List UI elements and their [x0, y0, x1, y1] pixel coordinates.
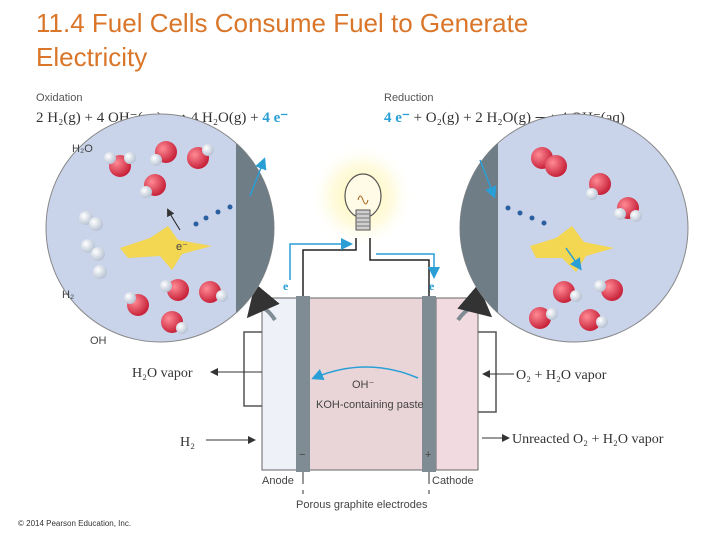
anode-label: Anode: [262, 475, 294, 487]
hydroxide-ion: [529, 307, 558, 329]
slide-title: 11.4 Fuel Cells Consume Fuel to Generate…: [36, 6, 696, 74]
oxidation-electrons: 4 e⁻: [262, 110, 289, 126]
hydrogen-molecule: [79, 211, 103, 231]
left-circle-electron-label: e⁻: [176, 241, 188, 253]
hydrogen-molecule: [93, 265, 107, 279]
zoom-arrow-right: [456, 284, 493, 322]
cathode-plus-sign: +: [425, 449, 431, 461]
electrodes-label: Porous graphite electrodes: [296, 499, 428, 511]
fuel-cell-body: [243, 296, 497, 472]
hydroxide-ion: [124, 292, 149, 316]
cathode-electrode: [422, 296, 436, 472]
water-molecule: [187, 144, 214, 169]
h2o-label: H₂O: [72, 143, 93, 155]
cathode-zoom-circle: [459, 113, 689, 343]
title-line-2: Electricity: [36, 42, 148, 72]
h2-label: H₂: [62, 289, 74, 301]
paste-region: [299, 297, 437, 471]
wire-electron-right: e: [429, 279, 435, 293]
reduction-heading: Reduction: [384, 92, 434, 104]
oh-ion-label: OH⁻: [352, 379, 375, 391]
hydroxide-ion: [594, 279, 623, 301]
h2o-vapor-label: H₂O vapor: [132, 366, 193, 381]
hydroxide-ion: [579, 309, 608, 331]
water-molecule: [614, 197, 642, 222]
water-molecule: [150, 141, 177, 166]
h2-inlet-label: H₂: [180, 435, 195, 450]
title-line-1: 11.4 Fuel Cells Consume Fuel to Generate: [36, 8, 529, 38]
anode-zoom-circle: e⁻: [45, 113, 275, 343]
anode-minus-sign: −: [299, 449, 305, 461]
unreacted-label: Unreacted O₂ + H₂O vapor: [512, 432, 664, 447]
hydroxide-flow-arrow: [311, 366, 419, 381]
oxidation-heading: Oxidation: [36, 92, 83, 104]
copyright-notice: © 2014 Pearson Education, Inc.: [18, 519, 132, 528]
external-circuit: e e: [283, 144, 440, 296]
hydroxide-ion: [553, 281, 582, 303]
water-molecule: [104, 152, 136, 177]
water-molecule: [586, 173, 611, 200]
hydroxide-ion: [160, 279, 189, 301]
water-molecule: [140, 174, 166, 198]
anode-electrode: [296, 296, 310, 472]
hydroxide-ion: [199, 281, 228, 303]
oxygen-molecule: [531, 147, 567, 177]
o2-inlet-label: O₂ + H₂O vapor: [516, 368, 607, 383]
cathode-label: Cathode: [432, 475, 474, 487]
hydrogen-molecule: [81, 239, 105, 261]
oh-label: OH: [90, 335, 107, 347]
zoom-arrow-left: [246, 283, 280, 322]
wire-electron-left: e: [283, 279, 289, 293]
hydroxide-ion: [161, 311, 188, 334]
paste-label: KOH-containing paste: [316, 399, 424, 411]
reduction-electrons: 4 e⁻: [384, 110, 410, 126]
